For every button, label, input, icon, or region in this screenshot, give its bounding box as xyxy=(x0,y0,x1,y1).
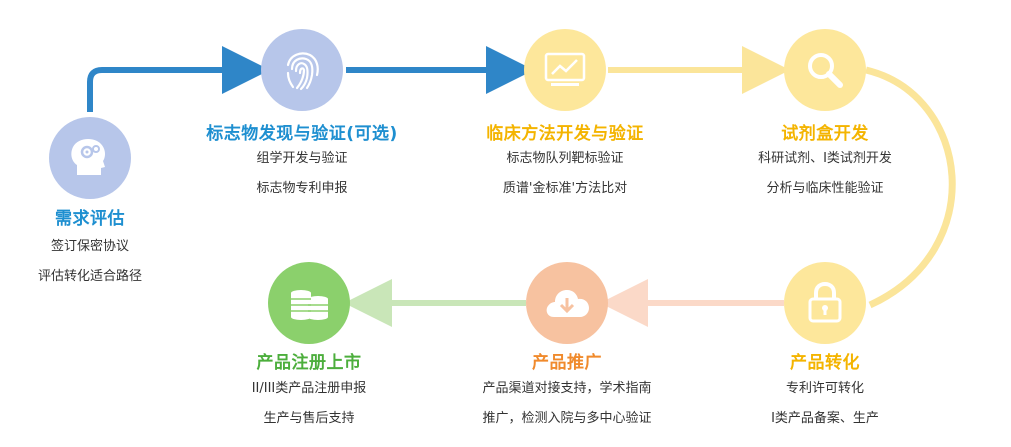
step-biomarker-line-2: 标志物专利申报 xyxy=(256,181,348,196)
step-clinical-title: 临床方法开发与验证 xyxy=(486,124,644,144)
step-promotion-line-2: 推广，检测入院与多中心验证 xyxy=(482,411,652,426)
step-registration-title: 产品注册上市 xyxy=(256,353,362,373)
step-transform-circle xyxy=(784,262,866,344)
step-demand-title: 需求评估 xyxy=(55,209,125,229)
step-promotion-line-1: 产品渠道对接支持，学术指南 xyxy=(482,381,652,396)
step-kit-line-1: 科研试剂、I类试剂开发 xyxy=(758,151,892,166)
head-gear-icon xyxy=(71,139,105,175)
connector-demand-to-biomarker xyxy=(87,46,270,112)
step-transform-title: 产品转化 xyxy=(790,353,860,373)
step-clinical-line-1: 标志物队列靶标验证 xyxy=(506,151,624,166)
step-demand-desc: 签订保密协议 评估转化适合路径 xyxy=(38,232,142,292)
monitor-chart-icon xyxy=(544,52,586,86)
step-clinical-circle xyxy=(524,29,606,111)
step-transform-line-1: 专利许可转化 xyxy=(785,381,864,396)
step-biomarker-circle xyxy=(261,29,343,111)
fingerprint-icon xyxy=(286,52,319,91)
step-promotion-desc: 产品渠道对接支持，学术指南 推广，检测入院与多中心验证 xyxy=(482,374,651,434)
step-promotion-circle xyxy=(526,262,608,344)
step-kit-title: 试剂盒开发 xyxy=(781,124,869,144)
step-kit-line-2: 分析与临床性能验证 xyxy=(766,181,884,196)
coin-stack-icon xyxy=(291,290,328,320)
step-biomarker-title: 标志物发现与验证(可选) xyxy=(206,124,398,144)
connector-kit-to-transform xyxy=(865,66,956,309)
step-demand-line-2: 评估转化适合路径 xyxy=(37,269,143,284)
step-registration-desc: II/III类产品注册申报 生产与售后支持 xyxy=(252,374,367,434)
step-promotion-title: 产品推广 xyxy=(532,353,602,373)
step-biomarker-desc: 组学开发与验证 标志物专利申报 xyxy=(256,144,347,204)
step-kit-desc: 科研试剂、I类试剂开发 分析与临床性能验证 xyxy=(758,144,892,204)
step-registration-line-1: II/III类产品注册申报 xyxy=(251,381,367,396)
step-demand-line-1: 签订保密协议 xyxy=(50,239,130,254)
step-demand-circle xyxy=(49,117,131,199)
step-registration-circle xyxy=(268,262,350,344)
step-transform-desc: 专利许可转化 I类产品备案、生产 xyxy=(771,374,879,434)
step-clinical-line-2: 质谱'金标准'方法比对 xyxy=(502,181,628,196)
step-registration-line-2: 生产与售后支持 xyxy=(263,411,355,426)
magnifier-icon xyxy=(808,53,843,88)
cloud-download-icon xyxy=(546,290,589,317)
step-biomarker-line-1: 组学开发与验证 xyxy=(256,151,348,166)
step-clinical-desc: 标志物队列靶标验证 质谱'金标准'方法比对 xyxy=(503,144,627,204)
step-transform-line-2: I类产品备案、生产 xyxy=(771,411,879,426)
lock-icon xyxy=(808,281,842,323)
step-kit-circle xyxy=(784,29,866,111)
